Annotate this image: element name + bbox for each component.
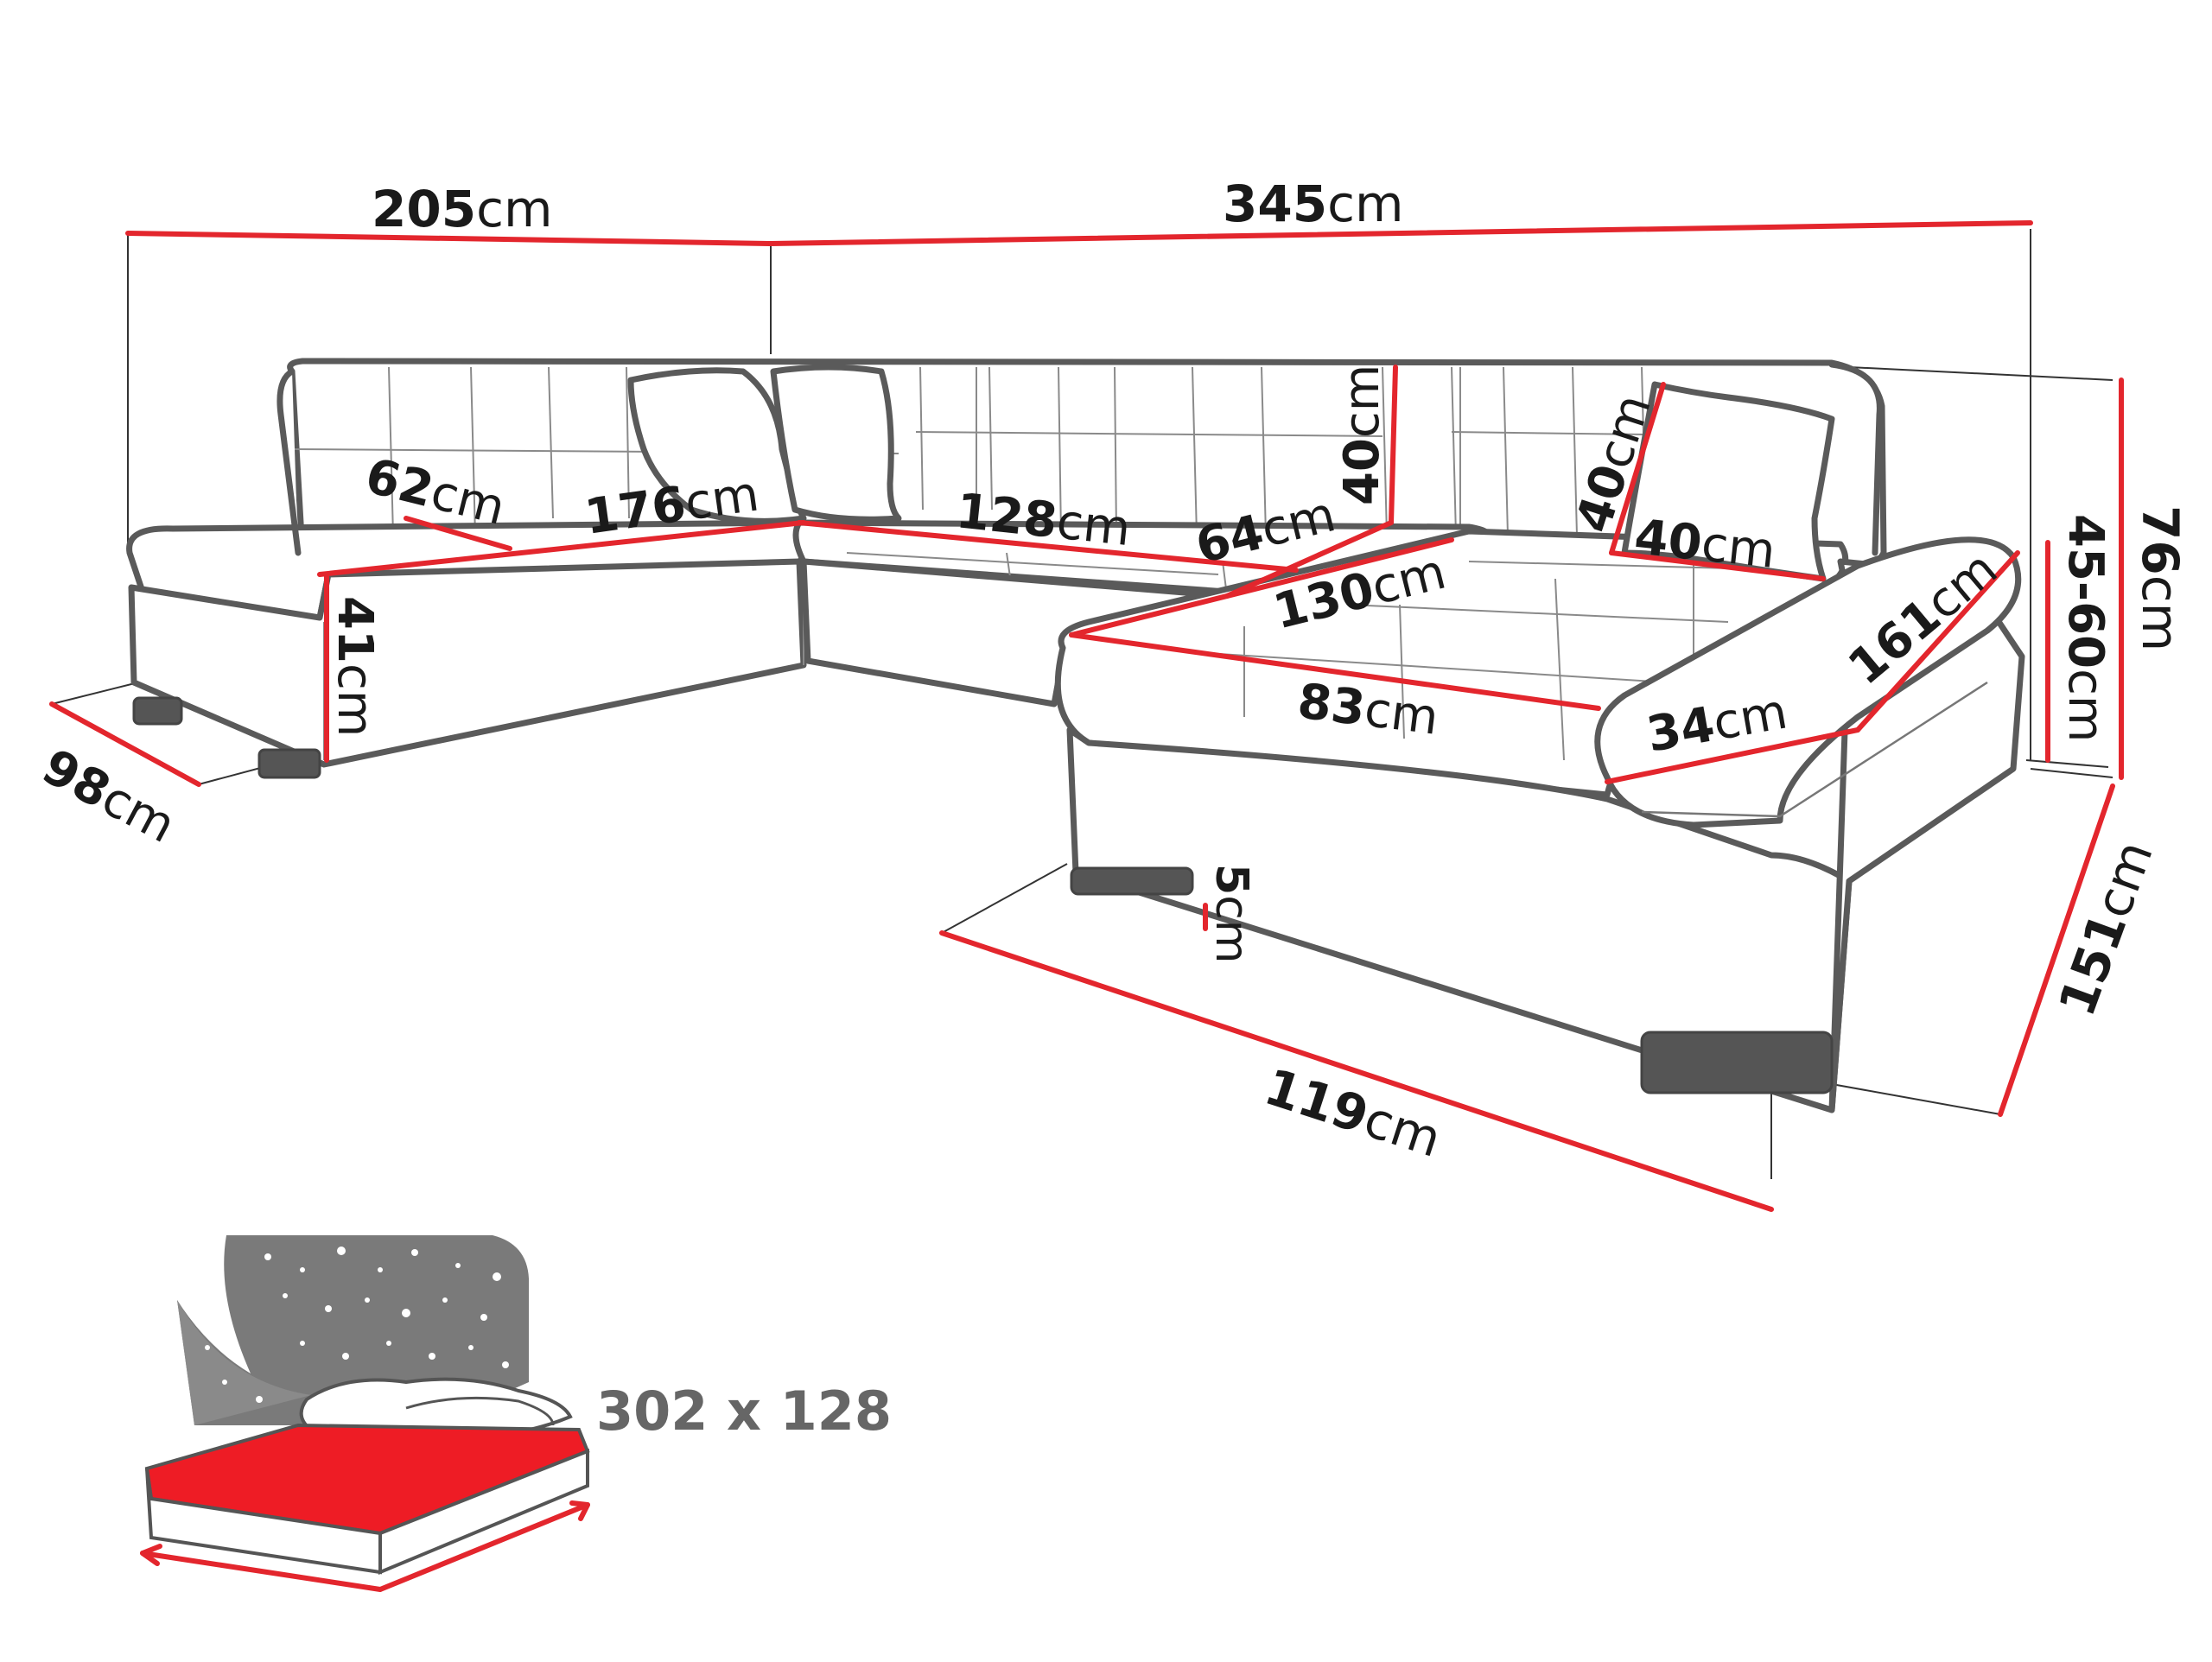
leg: [132, 696, 183, 726]
sleeping-area-label: 302 x 128: [596, 1380, 892, 1443]
dim-label-armrest-width: 34cm: [1643, 683, 1791, 763]
dim-label-leg-height: 5cm: [1205, 864, 1257, 963]
left-back-side: [276, 368, 302, 556]
dim-label-total-height: 76cm: [2131, 505, 2190, 651]
throw-pillow: [1621, 381, 1835, 582]
bed-night-icon: [140, 1235, 590, 1592]
dimension-lines: [49, 220, 2124, 1212]
chaise-tufting: [1192, 561, 1798, 761]
dim-label-chaise-front-width: 119cm: [1258, 1057, 1448, 1169]
dim-label-backrest-height: 40cm: [1334, 365, 1390, 505]
dim-label-total-right-width: 345cm: [1223, 174, 1403, 233]
dim-label-middle-seat-width: 128cm: [954, 483, 1134, 557]
chaise-base: [1066, 726, 1853, 1113]
extension-lines: [51, 229, 2113, 1179]
leg: [1070, 866, 1194, 896]
dim-label-left-seat-width: 176cm: [582, 466, 762, 546]
throw-pillow: [627, 367, 807, 524]
dim-label-seat-height: 41cm: [327, 596, 383, 737]
throw-pillow: [770, 364, 902, 523]
dim-label-left-depth: 98cm: [33, 739, 184, 854]
right-back-side: [1828, 361, 1883, 556]
leg: [257, 748, 321, 779]
dim-label-total-left-width: 205cm: [372, 180, 552, 238]
left-base: [128, 558, 807, 768]
dim-label-chaise-seat-depth: 83cm: [1294, 673, 1441, 745]
dim-label-cushion-width: 40cm: [1632, 509, 1778, 580]
leg: [1640, 1031, 1834, 1094]
dim-label-headrest-height: 45-60cm: [2057, 514, 2113, 742]
chaise-armrest: [1594, 536, 2022, 828]
stars: [205, 1246, 509, 1403]
